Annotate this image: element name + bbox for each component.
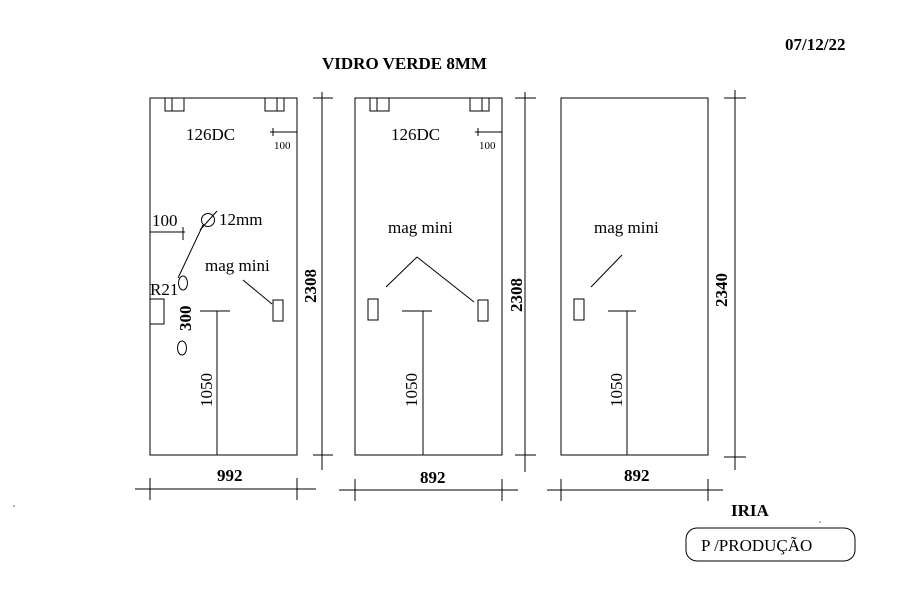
panel-1-radius-label: R21: [150, 280, 178, 299]
panel-1-hole-leader: [177, 224, 204, 279]
panel-2-handle-height: 1050: [402, 373, 421, 407]
panel-1-handle-height: 1050: [197, 373, 216, 407]
panel-1-hole-bottom: [177, 340, 187, 356]
panel-3: mag mini 1050 2340 892: [547, 90, 746, 501]
panel-1-hole-diameter: 12mm: [219, 210, 262, 229]
panel-1-handle-leader: [242, 279, 273, 305]
panel-1-offset-label: 100: [274, 140, 291, 152]
panel-2-height: 2308: [507, 278, 526, 312]
panel-2-offset-label: 100: [479, 140, 496, 152]
panel-1-hole-top: [178, 275, 188, 291]
diameter-symbol-slash: [199, 210, 218, 231]
diameter-symbol-icon: [201, 213, 215, 227]
panel-1-notch: [150, 298, 165, 325]
client-name: IRIA: [731, 501, 770, 520]
panel-1-outline: [149, 97, 298, 456]
panel-3-height: 2340: [712, 273, 731, 307]
panel-3-handle-label: mag mini: [594, 218, 659, 237]
production-stamp-label: P /PRODUÇÃO: [701, 536, 812, 555]
panel-2-handle-leader-left: [385, 256, 418, 288]
panel-3-width: 892: [624, 466, 650, 485]
panel-3-handle-height: 1050: [607, 373, 626, 407]
panel-2-width: 892: [420, 468, 446, 487]
panel-1-hinge-label: 126DC: [186, 125, 235, 144]
panel-3-outline: [560, 97, 709, 456]
panel-2-handle-leader-right: [416, 256, 475, 303]
panel-1-hinge-cutout-left: [164, 98, 185, 112]
panel-2-hinge-label: 126DC: [391, 125, 440, 144]
panel-1-hole-spacing: 300: [176, 306, 195, 332]
production-stamp: [685, 527, 856, 562]
panel-2-outline: [354, 97, 503, 456]
stray-mark: [819, 521, 821, 523]
panel-1-width: 992: [217, 466, 243, 485]
stray-mark: [13, 505, 15, 507]
panel-1-hole-offset-label: 100: [152, 211, 178, 230]
panel-1-handle: [272, 299, 284, 322]
panel-2: 126DC 100 mag mini 1050 2308 892: [339, 92, 536, 501]
panel-1: 126DC 100 100 12mm R21 300 mag mini 1050: [135, 92, 333, 500]
panel-2-handle-label: mag mini: [388, 218, 453, 237]
panel-2-handle-left: [367, 298, 379, 321]
drawing-title: VIDRO VERDE 8MM: [322, 54, 487, 73]
panel-1-handle-label: mag mini: [205, 256, 270, 275]
panel-1-hinge-cutout-right: [264, 98, 285, 112]
panel-2-hinge-cutout-right: [469, 98, 490, 112]
panel-2-hinge-cutout-left: [369, 98, 390, 112]
panel-1-height: 2308: [301, 269, 320, 303]
drawing-date: 07/12/22: [785, 35, 845, 54]
panel-3-handle-leader: [590, 254, 623, 288]
panel-2-handle-right: [477, 299, 489, 322]
panel-3-handle: [573, 298, 585, 321]
